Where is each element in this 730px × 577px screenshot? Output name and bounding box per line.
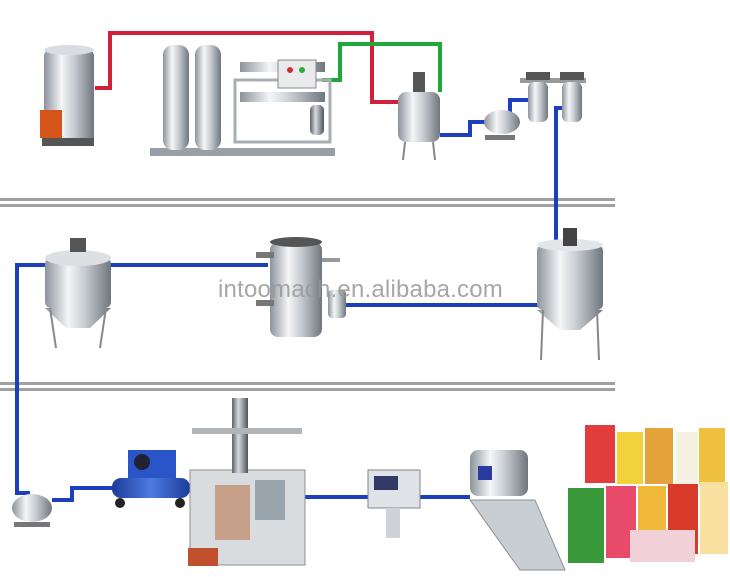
mixing-tank-3 xyxy=(537,228,603,361)
finished-juice-cartons xyxy=(568,425,728,563)
air-compressor xyxy=(112,450,190,508)
centrifugal-pump-2 xyxy=(12,494,52,527)
section-divider-2 xyxy=(0,382,615,391)
uht-sterilizer xyxy=(256,237,346,337)
duplex-filter xyxy=(520,72,586,122)
blue-pipe-filter-to-tank xyxy=(554,106,580,240)
aseptic-filling-machine xyxy=(188,398,306,566)
centrifugal-pump-1 xyxy=(484,110,520,140)
blue-pipe-tank-to-pump2 xyxy=(15,263,50,495)
green-pipe xyxy=(322,42,442,92)
packaging-conveyor xyxy=(469,450,566,571)
water-treatment-system xyxy=(150,45,335,156)
red-pipe xyxy=(95,31,398,104)
steam-boiler xyxy=(40,45,94,146)
mixing-tank-1 xyxy=(398,72,440,161)
blue-pipe-pump2-to-filler xyxy=(52,486,115,502)
blue-pipe-pump-to-filter xyxy=(508,98,530,115)
section-divider-1 xyxy=(0,198,615,207)
watermark: intoomach.en.alibaba.com xyxy=(218,276,503,303)
blue-pipe-tank-to-pump xyxy=(440,120,490,137)
mixing-tank-2 xyxy=(45,238,111,349)
inkjet-printer xyxy=(367,469,421,538)
